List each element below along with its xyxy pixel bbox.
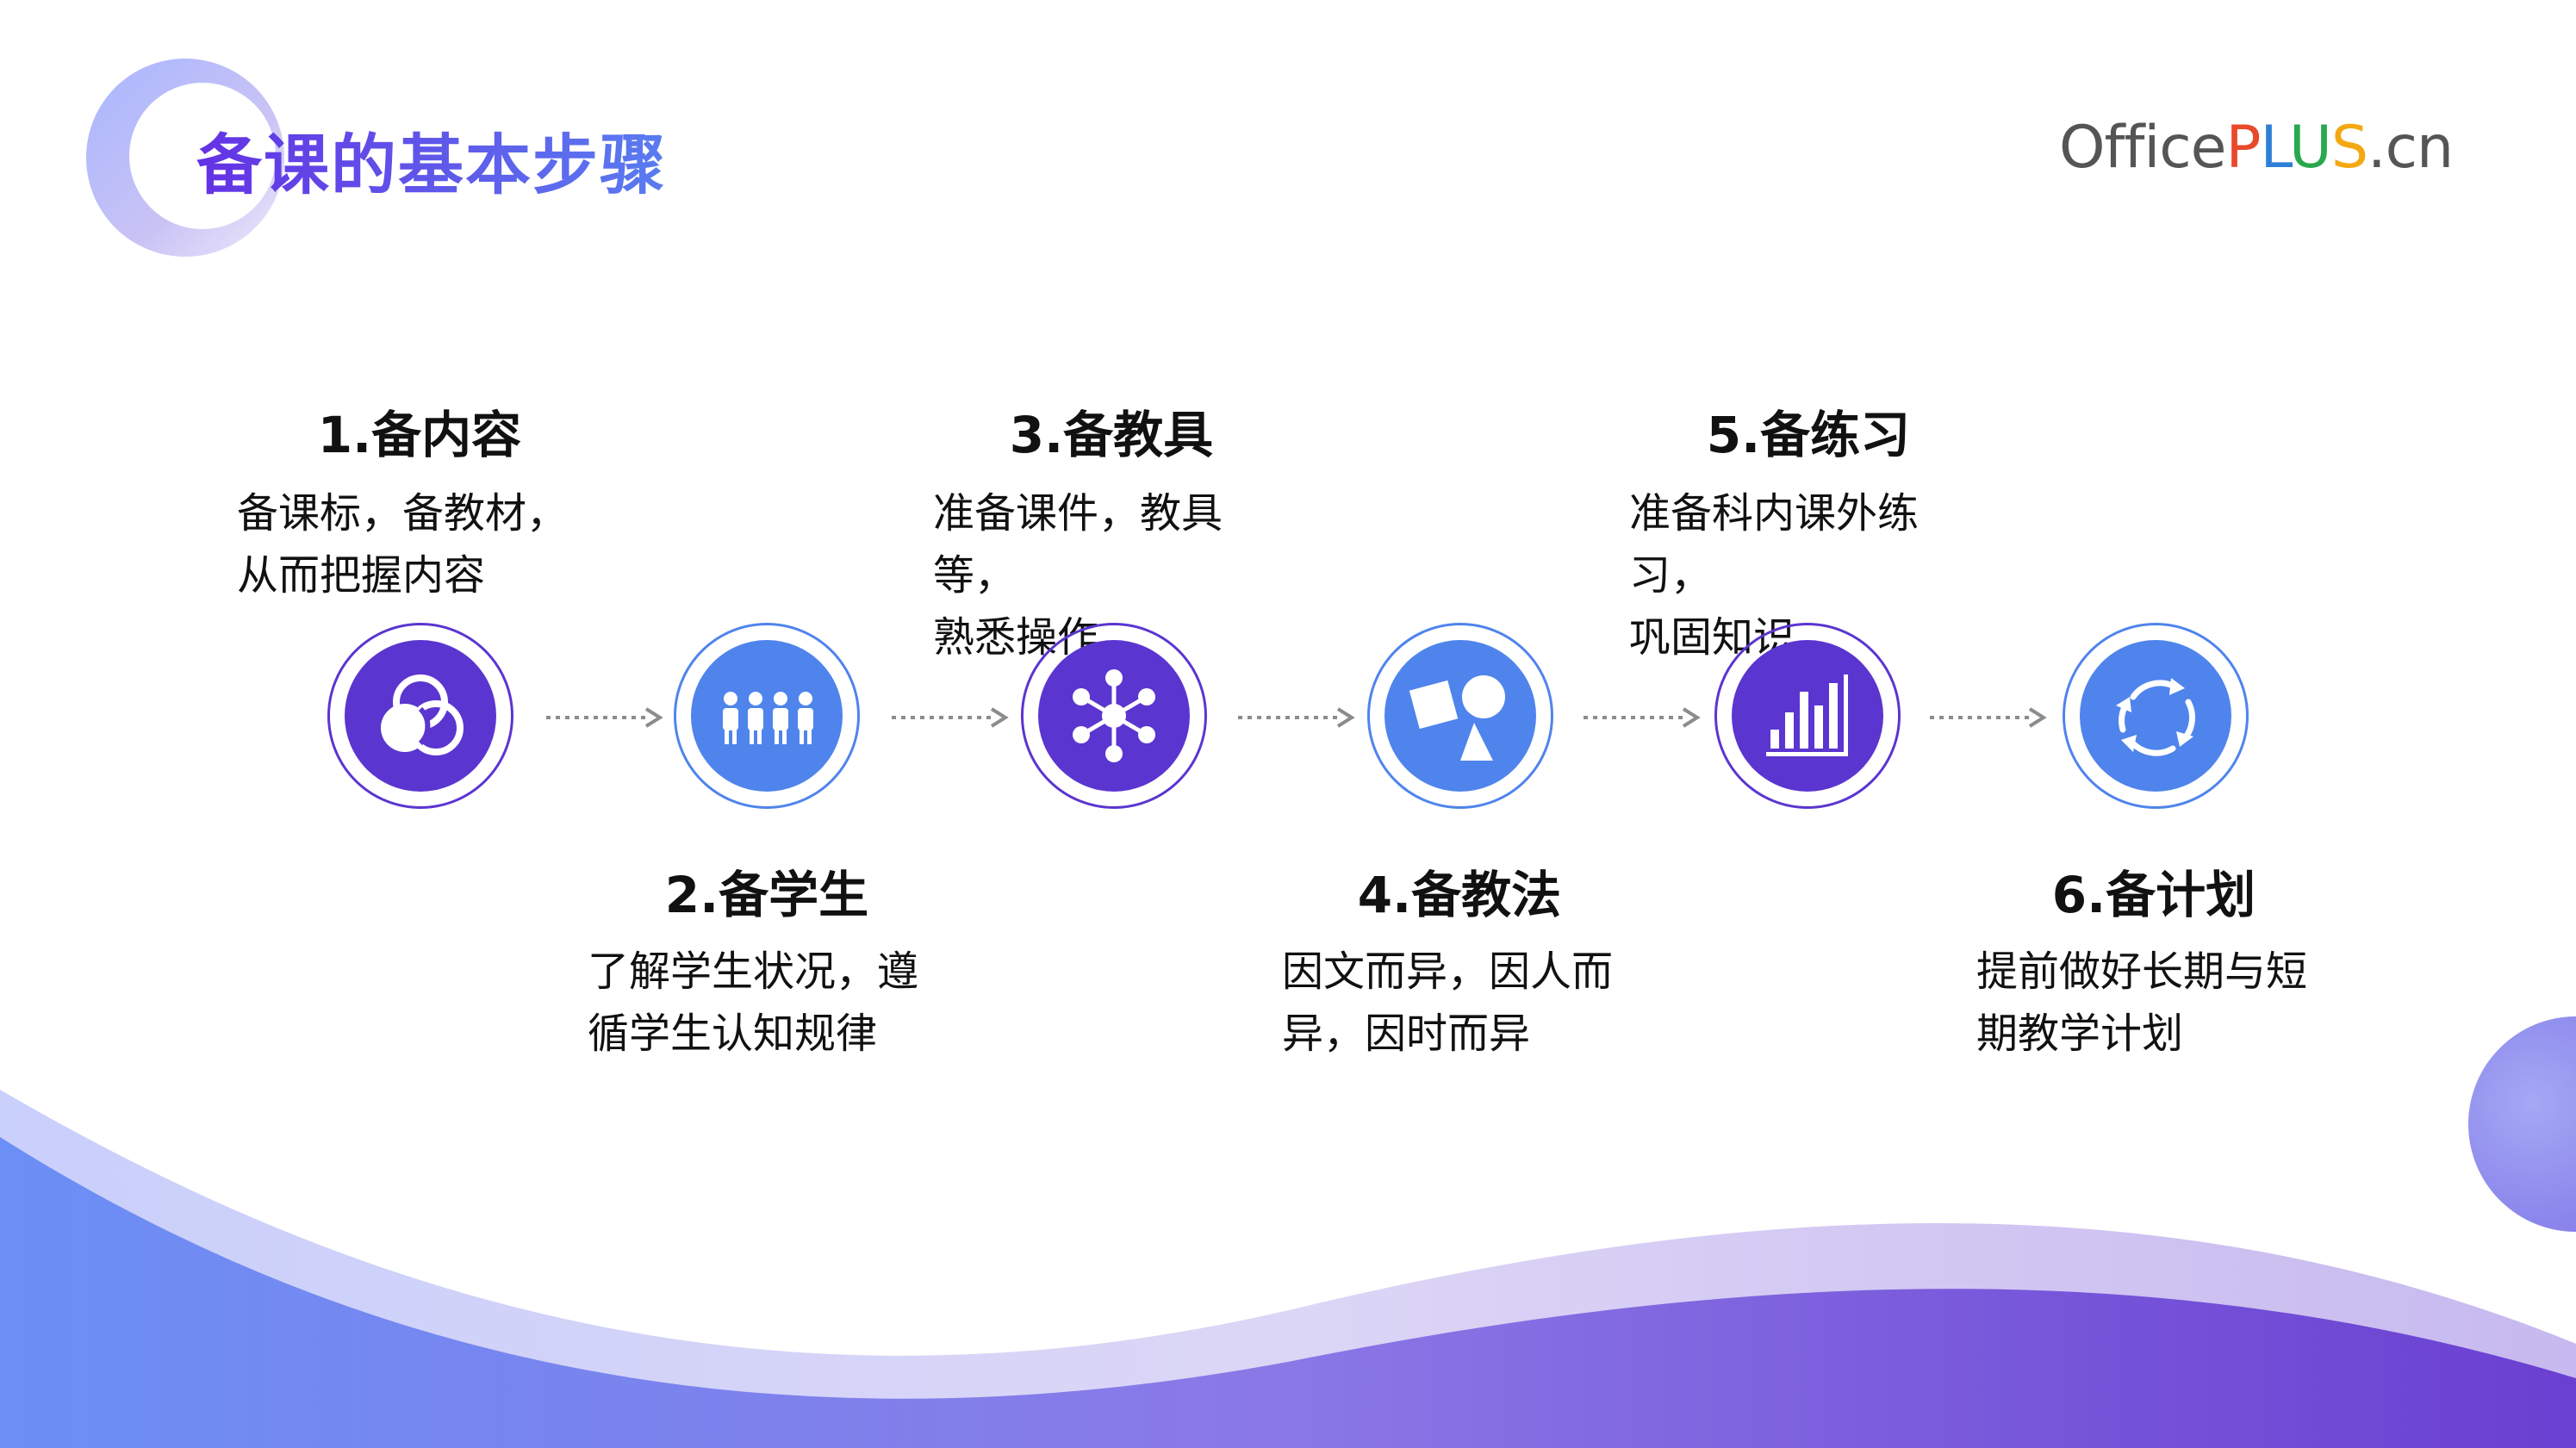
step-1-circle (327, 623, 513, 809)
step-3-title: 3.备教具 (1009, 406, 1214, 464)
step-4-title: 4.备教法 (1357, 866, 1562, 924)
venn-circles-icon (345, 640, 496, 792)
step-2-title: 2.备学生 (664, 866, 869, 924)
refresh-cycle-icon (2080, 640, 2231, 792)
officeplus-logo: OfficePLUS.cn (2059, 114, 2454, 182)
step-2-circle (674, 623, 860, 809)
arrow-1 (544, 705, 665, 730)
step-4-description: 因文而异，因人而 异，因时而异 (1282, 948, 1614, 1058)
step-6-description: 提前做好长期与短 期教学计划 (1976, 948, 2308, 1058)
step-6-title: 6.备计划 (2051, 866, 2256, 924)
arrow-2 (890, 705, 1011, 730)
step-4-circle (1367, 623, 1553, 809)
arrow-5 (1928, 705, 2049, 730)
step-1-title: 1.备内容 (317, 406, 522, 464)
step-6-circle (2063, 623, 2249, 809)
step-2-description: 了解学生状况，遵 循学生认知规律 (588, 948, 919, 1058)
network-hub-icon (1038, 640, 1190, 792)
people-group-icon (691, 640, 843, 792)
bar-chart-icon (1732, 640, 1883, 792)
arrow-4 (1582, 705, 1702, 730)
step-5-title: 5.备练习 (1706, 406, 1911, 464)
shapes-icon (1384, 640, 1536, 792)
step-3-circle (1021, 623, 1207, 809)
step-5-circle (1714, 623, 1901, 809)
page-title: 备课的基本步骤 (196, 112, 667, 207)
step-1-description: 备课标，备教材， 从而把握内容 (237, 489, 569, 600)
arrow-3 (1236, 705, 1357, 730)
